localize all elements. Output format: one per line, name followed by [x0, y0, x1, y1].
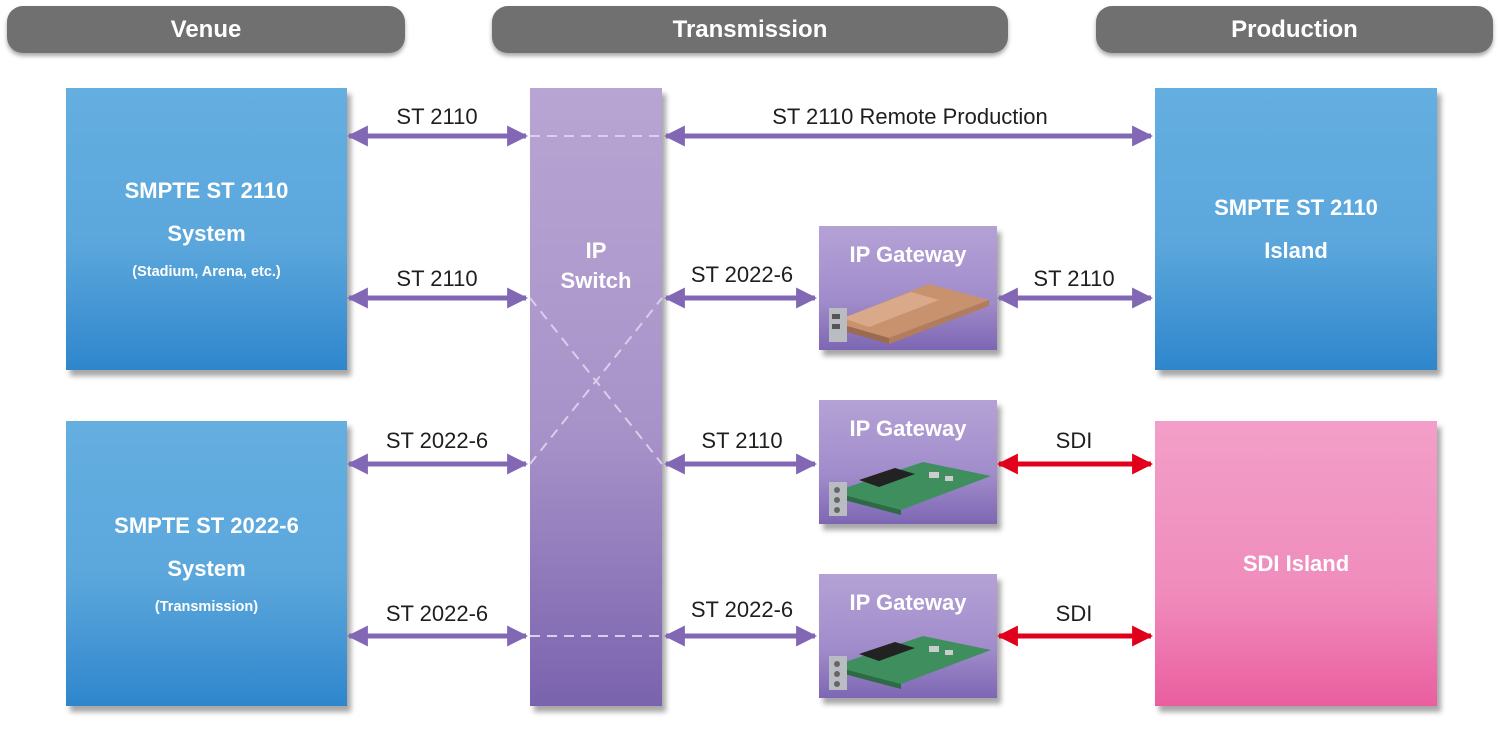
sdi-island-title: SDI Island	[1242, 551, 1350, 576]
st2110-system-title: SMPTE ST 2110	[124, 178, 289, 203]
st2022-system-note: (Transmission)	[154, 598, 259, 615]
label-row1-left: ST 2110	[396, 104, 478, 129]
st2110-island-title: SMPTE ST 2110	[1214, 195, 1378, 220]
header-transmission: Transmission	[492, 6, 1008, 53]
ip-switch-subtitle: Switch	[560, 268, 632, 293]
ip-gateway-3-title: IP Gateway	[849, 590, 967, 615]
st2022-system-subtitle: System	[167, 555, 246, 581]
label-row2-left: ST 2110	[396, 266, 478, 291]
header-venue: Venue	[7, 6, 405, 53]
st2110-system-note: (Stadium, Arena, etc.)	[132, 264, 281, 280]
sdi-island-block: SDI Island	[1155, 421, 1437, 706]
label-row1-remote: ST 2110 Remote Production	[772, 104, 1048, 129]
ip-gateway-2-title: IP Gateway	[849, 416, 967, 441]
label-row2-mid: ST 2022-6	[690, 262, 794, 287]
ip-gateway-card-icon	[829, 462, 991, 516]
ip-gateway-card-icon	[829, 284, 989, 344]
label-row2-right: ST 2110	[1033, 266, 1115, 291]
st2110-island-subtitle: Island	[1264, 238, 1328, 263]
label-row4-mid: ST 2022-6	[690, 597, 794, 622]
ip-gateway-3: IP Gateway	[819, 574, 997, 698]
smpte-st2022-system-block: SMPTE ST 2022-6 System (Transmission)	[66, 421, 347, 706]
ip-gateway-1: IP Gateway	[819, 226, 997, 350]
header-production: Production	[1096, 6, 1493, 53]
switch-routes	[529, 135, 663, 637]
ip-gateway-2: IP Gateway	[819, 400, 997, 524]
ip-switch-title: IP	[585, 238, 607, 263]
label-row3-sdi: SDI	[1055, 428, 1093, 453]
st2110-system-subtitle: System	[167, 221, 246, 246]
smpte-st2110-island-block: SMPTE ST 2110 Island	[1155, 88, 1437, 370]
label-row4-sdi: SDI	[1055, 601, 1093, 626]
label-row3-mid: ST 2110	[701, 428, 783, 453]
smpte-st2110-system-block: SMPTE ST 2110 System (Stadium, Arena, et…	[66, 88, 347, 370]
st2022-system-title: SMPTE ST 2022-6	[114, 512, 299, 538]
label-row4-left: ST 2022-6	[385, 601, 489, 626]
ip-switch-block: IP Switch	[530, 88, 662, 706]
ip-gateway-1-title: IP Gateway	[849, 242, 967, 267]
label-row3-left: ST 2022-6	[385, 428, 489, 453]
ip-gateway-card-icon	[829, 636, 991, 690]
